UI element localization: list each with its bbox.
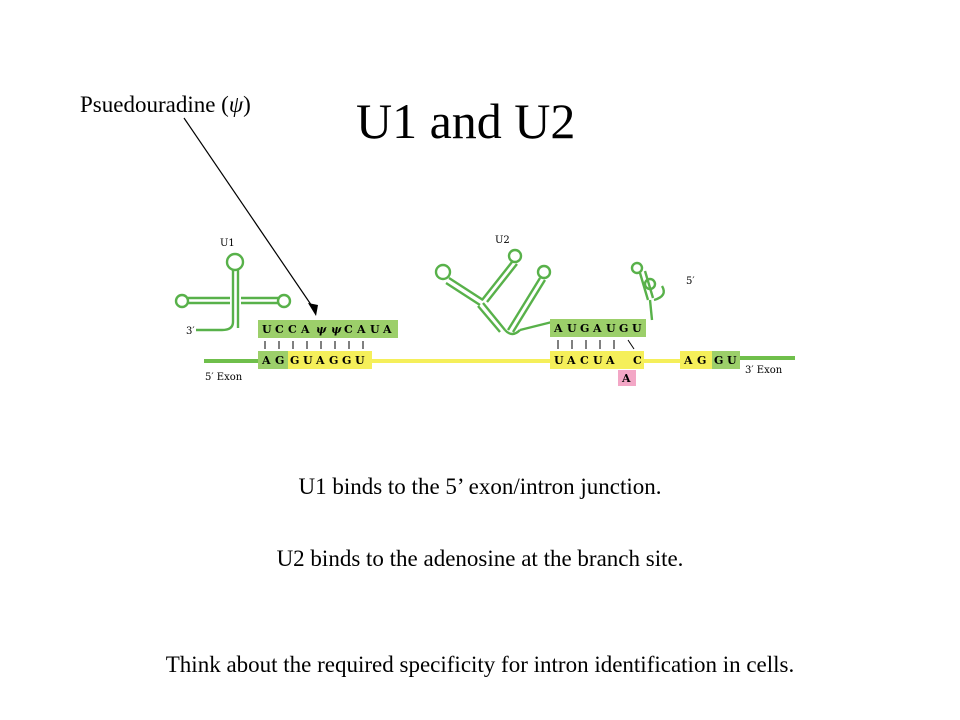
u1-pairing-lines xyxy=(264,341,364,349)
u2-base: U xyxy=(606,322,616,335)
callout-text: Psuedouradine ( xyxy=(80,92,229,117)
u2-base: G xyxy=(619,322,628,335)
exon3-label: 3′ Exon xyxy=(745,365,783,376)
branch-site-box xyxy=(550,351,644,369)
u1-base: C xyxy=(275,323,284,336)
caption-u2: U2 binds to the adenosine at the branch … xyxy=(276,546,684,571)
branch-base: C xyxy=(580,354,589,367)
u1-base: U xyxy=(262,323,272,336)
u2-base: U xyxy=(632,322,642,335)
intron-base: G xyxy=(290,354,299,367)
u2-base: A xyxy=(592,322,602,335)
branch-base: U xyxy=(554,354,564,367)
callout-close: ) xyxy=(243,92,251,117)
u1-base: U xyxy=(370,323,380,336)
exon-base: G xyxy=(275,354,284,367)
branch-base: U xyxy=(593,354,603,367)
u2-base: G xyxy=(580,322,589,335)
branch-base: A xyxy=(566,354,576,367)
u1-base: C xyxy=(344,323,353,336)
u1-three-prime-label: 3′ xyxy=(186,326,195,337)
u1-sequence-box xyxy=(258,320,398,338)
u2-five-prime-label: 5′ xyxy=(686,276,695,287)
branch-adenosine: A xyxy=(621,372,631,385)
intron-base: A xyxy=(683,354,693,367)
psi-symbol: ψ xyxy=(228,92,244,117)
u1-base: C xyxy=(288,323,297,336)
exon3-box xyxy=(712,351,740,369)
exon5-label: 5′ Exon xyxy=(205,372,243,383)
caption-specificity: Think about the required specificity for… xyxy=(165,652,795,677)
caption-u1: U1 binds to the 5’ exon/intron junction. xyxy=(298,474,662,499)
slide-title: U1 and U2 xyxy=(356,93,576,149)
u2-snrna-structure xyxy=(434,248,665,336)
u2-base: A xyxy=(553,322,563,335)
u2-base: U xyxy=(567,322,577,335)
intron-base: A xyxy=(315,354,325,367)
u1-base-psi: ψ xyxy=(331,323,342,336)
u2-label: U2 xyxy=(495,235,510,246)
u1-base: A xyxy=(300,323,310,336)
intron-base: G xyxy=(342,354,351,367)
intron5-box xyxy=(288,351,372,369)
u1-base: A xyxy=(382,323,392,336)
u1-base-psi: ψ xyxy=(316,323,327,336)
intron-base: G xyxy=(329,354,338,367)
callout-arrow xyxy=(183,117,318,316)
exon-junction-box xyxy=(258,351,288,369)
branch-base: A xyxy=(605,354,615,367)
u1-base: A xyxy=(356,323,366,336)
u1-label: U1 xyxy=(220,238,235,249)
exon-base: G xyxy=(714,354,723,367)
pseudouridine-callout: Psuedouradine (ψ) xyxy=(80,92,251,118)
intron3-box xyxy=(680,351,712,369)
exon-base: U xyxy=(727,354,737,367)
intron-base: U xyxy=(355,354,365,367)
branch-adenosine-box xyxy=(618,370,636,386)
intron-base: G xyxy=(697,354,706,367)
u2-pairing-lines xyxy=(557,339,635,350)
branch-c: C xyxy=(633,354,642,367)
intron-base: U xyxy=(303,354,313,367)
exon-base: A xyxy=(261,354,271,367)
u1-snrna-structure xyxy=(174,252,292,332)
u2-sequence-box xyxy=(550,319,646,337)
